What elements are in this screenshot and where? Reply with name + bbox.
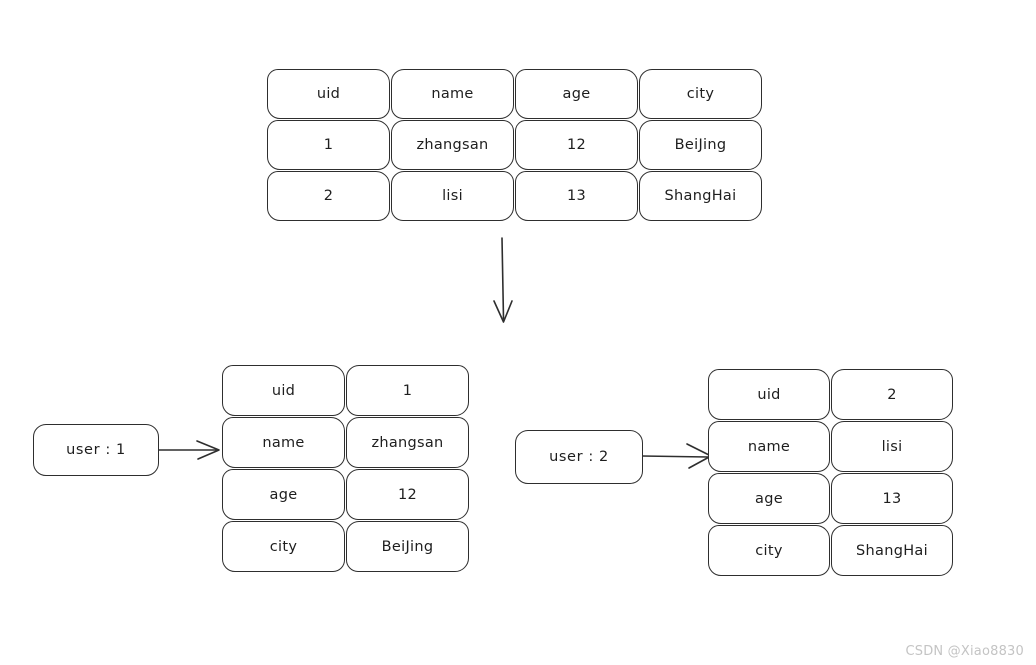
hash1-value-city: BeiJing (346, 521, 469, 572)
hash1-value-age: 12 (346, 469, 469, 520)
hash2-field-name: name (708, 421, 830, 472)
hash1-value-uid: 1 (346, 365, 469, 416)
source-header-name: name (391, 69, 514, 119)
source-cell-row2-uid: 2 (267, 171, 390, 221)
source-header-age: age (515, 69, 638, 119)
source-header-uid: uid (267, 69, 390, 119)
source-table: uid name age city 1 zhangsan 12 BeiJing … (267, 69, 762, 221)
hash2-value-name: lisi (831, 421, 953, 472)
hash2-value-city: ShangHai (831, 525, 953, 576)
source-cell-row1-uid: 1 (267, 120, 390, 170)
hash1-field-name: name (222, 417, 345, 468)
source-cell-row1-city: BeiJing (639, 120, 762, 170)
source-cell-row2-age: 13 (515, 171, 638, 221)
user1-arrow-icon (158, 440, 220, 460)
source-cell-row2-city: ShangHai (639, 171, 762, 221)
hash2-field-city: city (708, 525, 830, 576)
source-cell-row1-age: 12 (515, 120, 638, 170)
hash1-field-age: age (222, 469, 345, 520)
source-cell-row1-name: zhangsan (391, 120, 514, 170)
hash1-field-city: city (222, 521, 345, 572)
pointer-box-user1: user : 1 (33, 424, 159, 476)
source-cell-row2-name: lisi (391, 171, 514, 221)
source-header-city: city (639, 69, 762, 119)
hash2-value-age: 13 (831, 473, 953, 524)
hash2-field-uid: uid (708, 369, 830, 420)
hash1-value-name: zhangsan (346, 417, 469, 468)
hash-table-user2: uid 2 name lisi age 13 city ShangHai (708, 369, 953, 576)
hash2-field-age: age (708, 473, 830, 524)
down-arrow-icon (493, 237, 513, 323)
watermark: CSDN @Xiao8830 (905, 644, 1024, 659)
hash-table-user1: uid 1 name zhangsan age 12 city BeiJing (222, 365, 469, 572)
pointer-box-user2: user : 2 (515, 430, 643, 484)
user2-arrow-icon (641, 443, 712, 469)
hash2-value-uid: 2 (831, 369, 953, 420)
hash1-field-uid: uid (222, 365, 345, 416)
